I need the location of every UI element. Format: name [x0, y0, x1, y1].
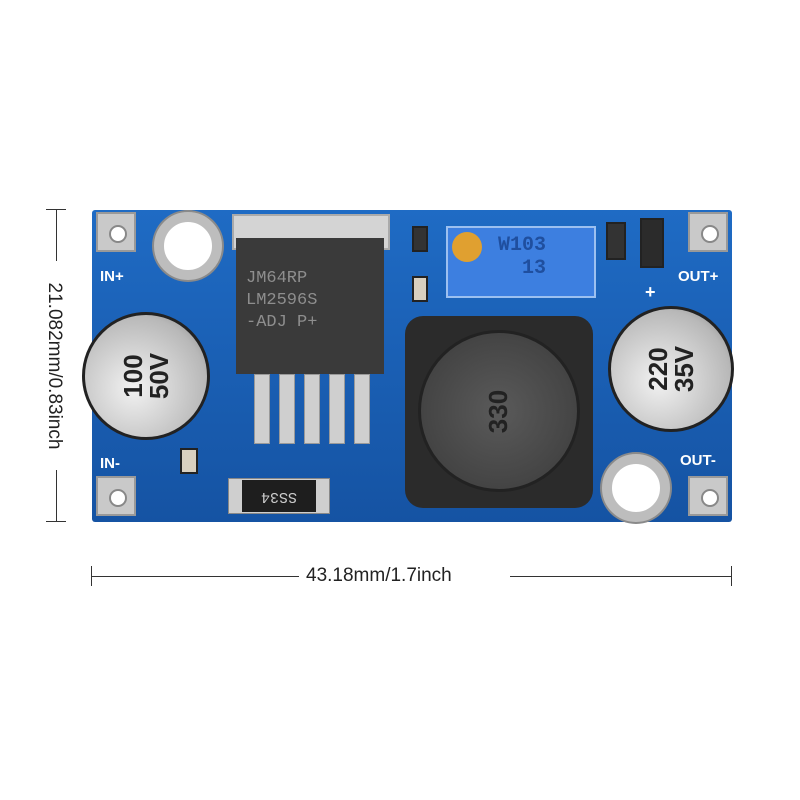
width-tick-right	[731, 566, 732, 586]
mounting-hole-right	[602, 454, 670, 522]
width-dimension-line-left	[91, 576, 299, 577]
label-in-minus: IN-	[100, 455, 120, 472]
corner-pad-bottom-right	[688, 476, 728, 516]
label-out-plus: OUT+	[678, 268, 719, 285]
height-tick-top	[46, 209, 66, 210]
regulator-pin	[254, 374, 270, 444]
output-cap-value: 220	[643, 347, 673, 391]
regulator-line2: LM2596S	[246, 291, 318, 310]
output-cap-voltage: 35V	[669, 345, 699, 393]
adjust-screw-icon[interactable]	[452, 232, 482, 262]
ss34-diode: SS34	[242, 480, 316, 512]
smd-capacitor	[412, 276, 428, 302]
corner-pad-top-right	[688, 212, 728, 252]
regulator-pin	[279, 374, 295, 444]
regulator-pin	[354, 374, 370, 444]
lm2596-regulator: JM64RP LM2596S -ADJ P+	[236, 238, 384, 374]
height-tick-bottom	[46, 521, 66, 522]
corner-pad-bottom-left	[96, 476, 136, 516]
inductor-coil: 330	[418, 330, 580, 492]
mounting-hole-left	[154, 212, 222, 280]
height-dimension-line-top	[56, 209, 57, 261]
width-tick-left	[91, 566, 92, 586]
label-plus-sign: +	[645, 282, 656, 302]
regulator-pin	[304, 374, 320, 444]
input-cap-value: 100	[118, 354, 148, 398]
smd-resistor-2	[606, 222, 626, 260]
inductor-marking: 330	[483, 389, 514, 433]
height-dimension-line-bottom	[56, 470, 57, 522]
pot-marking: W103	[498, 234, 547, 257]
label-in-plus: IN+	[100, 268, 124, 285]
regulator-line1: JM64RP	[246, 269, 308, 288]
regulator-line3: -ADJ P+	[246, 313, 318, 332]
smd-resistor	[412, 226, 428, 252]
smd-led	[640, 218, 664, 268]
width-dimension-line-right	[510, 576, 732, 577]
width-dimension-label: 43.18mm/1.7inch	[306, 565, 452, 586]
pot-marking-2: 13	[522, 257, 547, 280]
smd-capacitor-2	[180, 448, 198, 474]
diode-marking: SS34	[260, 487, 297, 505]
height-dimension-label: 21.082mm/0.83inch	[44, 282, 65, 450]
potentiometer[interactable]: W103 13	[446, 226, 596, 298]
corner-pad-top-left	[96, 212, 136, 252]
input-cap-voltage: 50V	[144, 352, 174, 400]
regulator-pin	[329, 374, 345, 444]
label-out-minus: OUT-	[680, 452, 716, 469]
